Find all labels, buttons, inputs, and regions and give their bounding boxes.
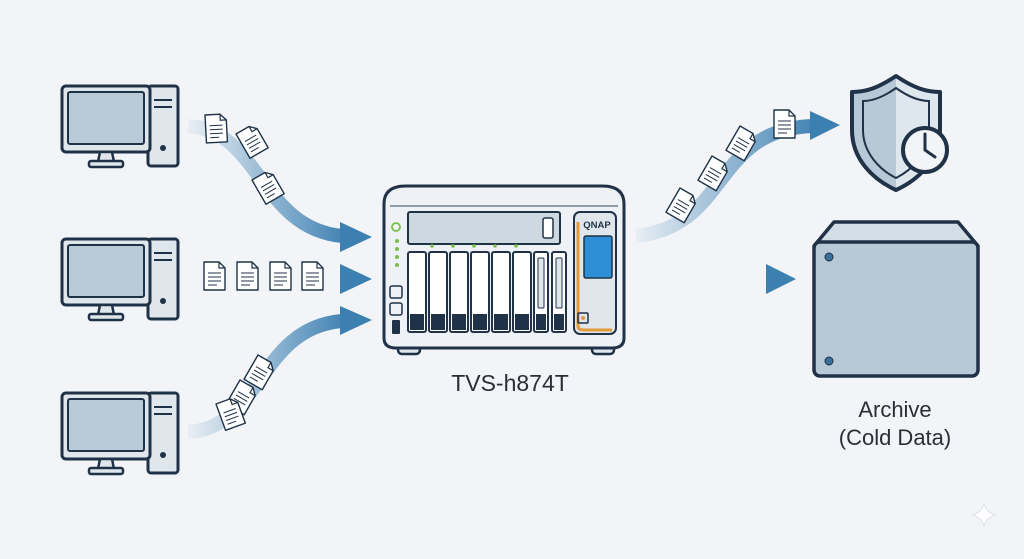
archive-box-icon [812,220,980,378]
nas-model-label: TVS-h874T [451,370,569,396]
brand-logo: QNAP [583,220,611,231]
sparkle-icon [971,502,997,528]
desktop-computer-icon [60,391,180,476]
archive-label-line2: (Cold Data) [838,425,952,450]
document-icon [204,113,229,144]
shield-clock-icon [850,74,949,192]
nas-device: QNAP [382,184,626,356]
power-indicator [391,222,401,232]
document-icon [725,125,759,162]
document-icon [269,261,292,291]
archive-label-line1: Archive [858,397,932,422]
lcd-display [583,235,613,279]
desktop-computer-icon [60,84,180,169]
document-icon [236,261,259,291]
archive-label: Archive (Cold Data) [800,396,990,452]
drive-bays [407,251,567,333]
document-icon [301,261,324,291]
document-icon [203,261,226,291]
document-icon [773,109,796,139]
flow-arrow-to-security [635,119,813,243]
desktop-computer-icon [60,237,180,322]
